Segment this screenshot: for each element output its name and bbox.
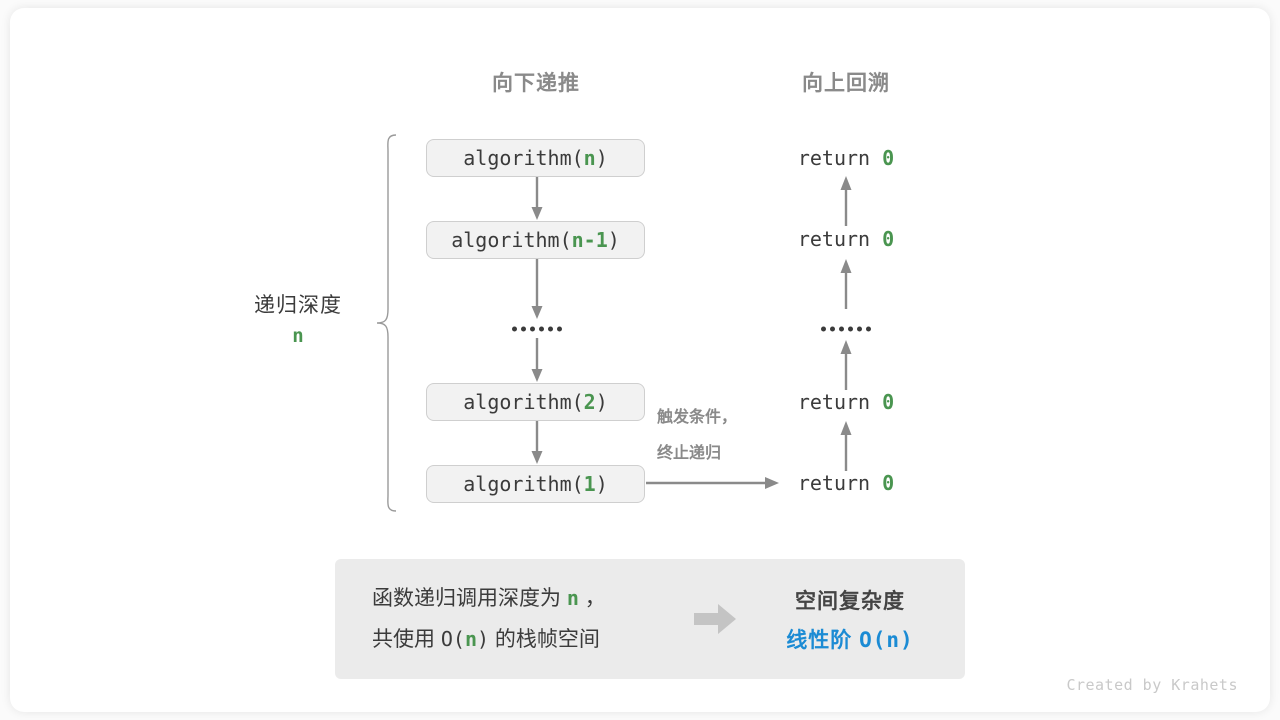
call-box-n: algorithm(n) <box>426 139 645 177</box>
column-header-recurse-down: 向下递推 <box>492 72 580 95</box>
complexity-result: 空间复杂度 线性阶 O(n) <box>755 585 965 654</box>
call-box-n-suffix: ) <box>595 146 608 170</box>
call-stack-ellipsis <box>512 326 562 332</box>
summary-arrow-wrap <box>675 602 755 636</box>
call-box-n-minus-1-suffix: ) <box>607 228 620 252</box>
call-box-1: algorithm(1) <box>426 465 645 503</box>
right-arrow-icon <box>694 604 736 634</box>
call-box-2-arg: 2 <box>583 390 596 414</box>
return-label-3: return 0 <box>798 390 894 414</box>
complexity-summary-text: 函数递归调用深度为 n ， 共使用 O(n) 的栈帧空间 <box>335 578 675 660</box>
recursion-depth-brace <box>376 134 397 512</box>
return-label-2-text: return <box>797 227 883 251</box>
complexity-summary-line1-a: 函数递归调用深度为 <box>372 587 567 610</box>
call-box-1-suffix: ) <box>595 472 608 496</box>
complexity-summary-line2-a: 共使用 <box>372 628 441 651</box>
complexity-summary-line2-fn2: ) <box>476 627 490 651</box>
complexity-result-value: 线性阶 O(n) <box>755 624 945 654</box>
complexity-summary-line1-b: ， <box>578 587 606 610</box>
call-box-1-arg: 1 <box>583 472 596 496</box>
call-box-2: algorithm(2) <box>426 383 645 421</box>
recursion-depth-value: n <box>292 325 304 347</box>
recursion-depth-title: 递归深度 <box>254 294 342 317</box>
complexity-summary-line2-b: 的栈帧空间 <box>489 628 600 651</box>
complexity-summary-line2: 共使用 O(n) 的栈帧空间 <box>372 619 675 660</box>
diagram-card: 向下递推 向上回溯 递归深度 n algorithm(n) algorithm(… <box>10 8 1270 712</box>
down-arrow-2 <box>531 259 543 319</box>
complexity-summary-line1-var: n <box>566 586 579 610</box>
return-label-1-value: 0 <box>882 146 895 170</box>
return-label-3-value: 0 <box>882 390 895 414</box>
call-box-n-prefix: algorithm( <box>463 146 584 170</box>
call-box-2-suffix: ) <box>595 390 608 414</box>
complexity-summary-panel: 函数递归调用深度为 n ， 共使用 O(n) 的栈帧空间 空间复杂度 线性阶 O… <box>335 559 965 679</box>
down-arrow-1 <box>531 177 543 220</box>
return-label-4-text: return <box>797 471 883 495</box>
call-box-n-minus-1: algorithm(n-1) <box>426 221 645 259</box>
base-case-arrow <box>646 477 779 489</box>
recursion-depth-label: 递归深度 n <box>254 289 342 347</box>
return-label-4-value: 0 <box>882 471 895 495</box>
down-arrow-4 <box>531 421 543 464</box>
complexity-result-order: 线性阶 <box>786 628 860 652</box>
up-arrow-4 <box>840 259 852 309</box>
complexity-result-expr: O(n) <box>859 627 914 652</box>
call-box-2-prefix: algorithm( <box>463 390 584 414</box>
complexity-summary-line1: 函数递归调用深度为 n ， <box>372 578 675 619</box>
column-header-backtrack-up: 向上回溯 <box>802 72 890 95</box>
up-arrow-3 <box>840 421 852 471</box>
return-label-1-text: return <box>797 146 883 170</box>
return-label-4: return 0 <box>798 471 894 495</box>
complexity-summary-line2-var: n <box>464 627 477 651</box>
return-label-2-value: 0 <box>882 227 895 251</box>
base-case-note: 触发条件， 终止递归 <box>657 400 737 472</box>
return-label-1: return 0 <box>798 146 894 170</box>
up-arrow-2 <box>840 340 852 390</box>
base-case-note-line1: 触发条件， <box>657 409 738 426</box>
return-stack-ellipsis <box>821 326 871 332</box>
complexity-result-title: 空间复杂度 <box>795 589 905 613</box>
down-arrow-3 <box>531 338 543 382</box>
up-arrow-1 <box>840 176 852 226</box>
credit-text: Created by Krahets <box>1066 676 1238 694</box>
call-box-n-arg: n <box>583 146 596 170</box>
call-box-n-minus-1-arg: n-1 <box>571 228 608 252</box>
call-box-n-minus-1-prefix: algorithm( <box>451 228 572 252</box>
call-box-1-prefix: algorithm( <box>463 472 584 496</box>
base-case-note-line2: 终止递归 <box>657 445 722 462</box>
complexity-summary-line2-fn: O( <box>440 627 465 651</box>
return-label-2: return 0 <box>798 227 894 251</box>
return-label-3-text: return <box>797 390 883 414</box>
